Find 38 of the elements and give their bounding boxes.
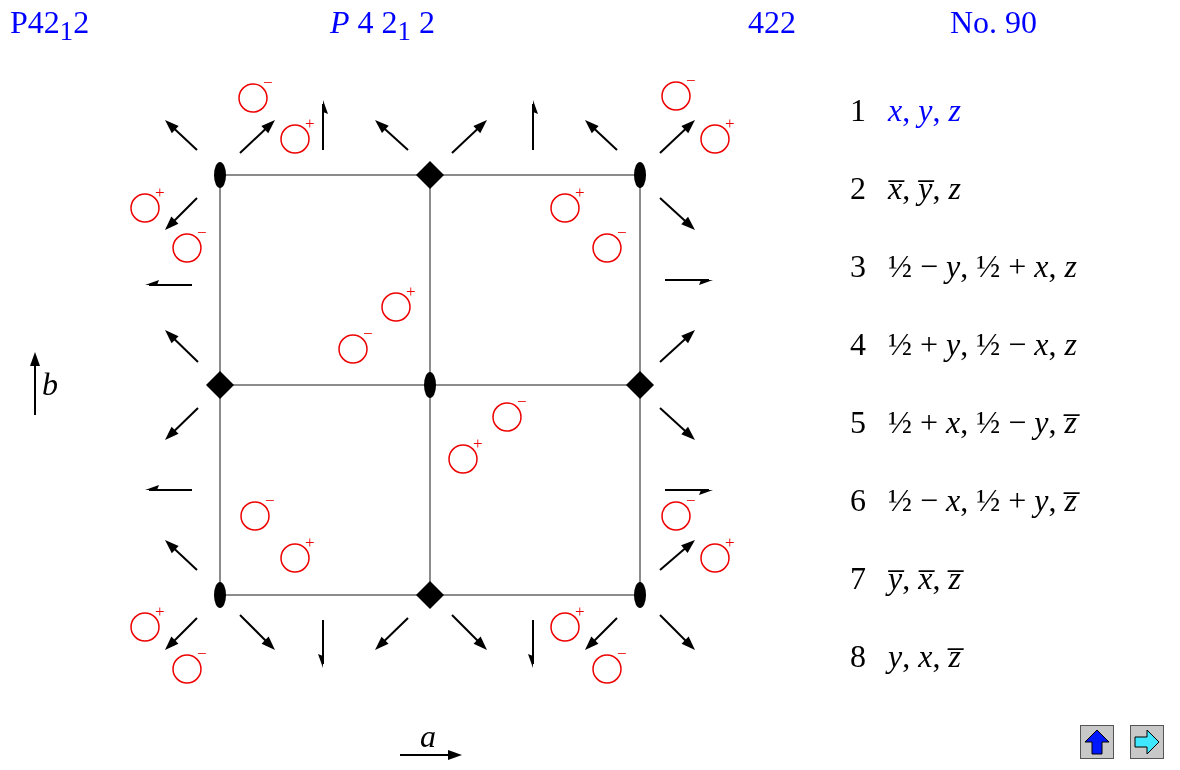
position-sign: + [575,603,585,620]
position-sign: + [305,534,315,551]
position-sign: + [406,283,416,300]
position-sign: − [617,645,627,662]
position-sign: − [363,325,373,342]
position-sign: + [305,115,315,132]
space-group-symbol: 422 [748,6,796,38]
operation-number: 2 [850,172,866,204]
position-sign: − [197,224,207,241]
operation-number: 8 [850,640,866,672]
axis-label: a [420,720,436,752]
position-sign: + [473,435,483,452]
position-sign: − [265,492,275,509]
position-sign: + [725,115,735,132]
coordinate-triplet: ½ + y, ½ − x, z [888,328,1077,360]
operation-number: 7 [850,562,866,594]
coordinate-triplet: ½ − y, ½ + x, z [888,250,1077,282]
operation-number: 1 [850,94,866,126]
position-sign: − [686,72,696,89]
space-group-symbol: No. 90 [950,6,1038,38]
axis-label: b [42,368,58,400]
position-sign: − [686,492,696,509]
operation-number: 4 [850,328,866,360]
operation-number: 5 [850,406,866,438]
position-sign: − [517,393,527,410]
space-group-symbol: P42$_{1}$2 [10,6,90,46]
position-sign: − [617,224,627,241]
coordinate-triplet: x, y, z [888,94,961,126]
position-sign: + [725,534,735,551]
coordinate-triplet: x̅, y̅, z [888,172,961,204]
space-group-symbol: P 4 2$_{1}$ 2 [330,6,435,46]
position-sign: − [197,645,207,662]
operation-number: 6 [850,484,866,516]
position-sign: − [263,74,273,91]
operation-number: 3 [850,250,866,282]
position-sign: + [155,184,165,201]
position-sign: + [575,184,585,201]
position-sign: + [155,603,165,620]
